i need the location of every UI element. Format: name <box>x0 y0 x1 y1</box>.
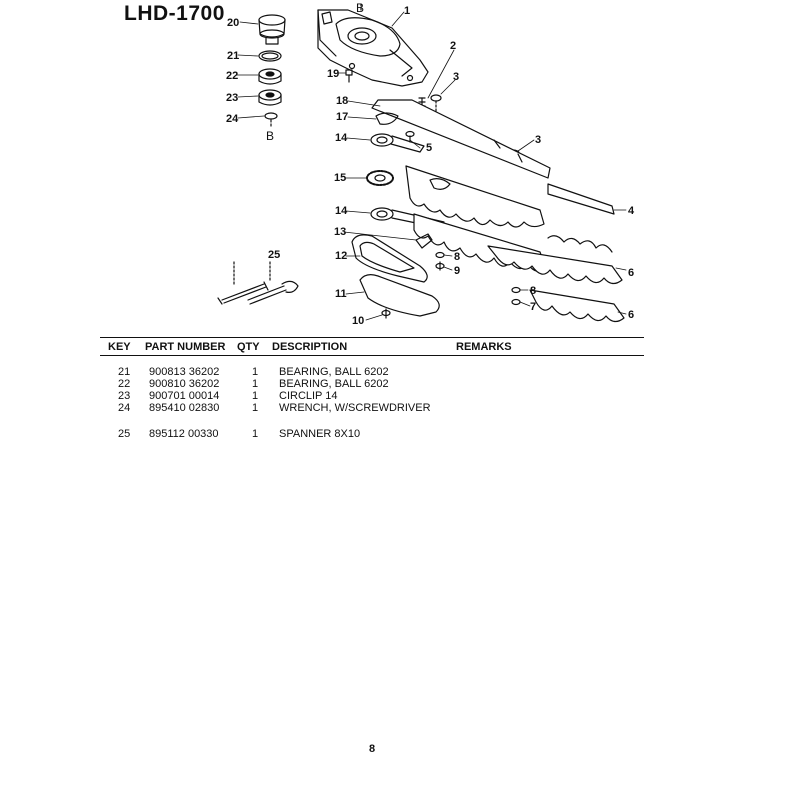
part-11-cover <box>359 274 440 317</box>
callout-23: 24 <box>226 113 239 125</box>
col-header-qty: QTY <box>237 341 260 353</box>
row-description: CIRCLIP 14 <box>279 390 338 402</box>
callout-12: 12 <box>335 250 347 262</box>
part-24-wrench <box>247 261 299 305</box>
row-qty: 1 <box>252 428 259 440</box>
part-6-upper-blade <box>405 165 545 228</box>
row-description: WRENCH, W/SCREWDRIVER <box>279 402 431 414</box>
callout-9: 9 <box>454 265 460 277</box>
callout-19: 20 <box>227 17 239 29</box>
callout-24: 25 <box>268 249 280 261</box>
col-header-remarks: REMARKS <box>456 341 512 353</box>
part-6-blade-right-upper <box>487 235 623 285</box>
part-15-gear <box>366 170 394 186</box>
part-20-snap-ring <box>258 50 282 62</box>
row-part-number: 895410 02830 <box>149 402 220 414</box>
page-title: LHD-1700 <box>124 2 225 25</box>
callout-21: 22 <box>226 70 238 82</box>
part-14-connecting-rod <box>370 133 425 153</box>
callout-8: 8 <box>454 251 460 263</box>
row-key: 23 <box>118 390 131 402</box>
part-19-housing-cup <box>258 14 286 45</box>
callout-11: 11 <box>335 288 347 300</box>
col-header-key: KEY <box>108 341 131 353</box>
part-5-screw <box>405 130 415 143</box>
part-22-bearing <box>258 89 282 106</box>
callout-labels: 20 21 22 23 24 B B 1 19 2 3 18 17 14 5 3… <box>226 1 635 327</box>
part-4-guide-bar <box>547 183 615 215</box>
part-21-bearing <box>258 68 282 85</box>
part-18-bolt <box>345 69 353 83</box>
shaft-mark-b-lower: B <box>266 129 274 143</box>
shaft-mark-b-upper: B <box>356 1 364 15</box>
callout-16: 17 <box>336 111 348 123</box>
part-13-clamp <box>415 233 433 249</box>
part-10-screw <box>381 308 391 319</box>
table-header-rule <box>100 355 644 356</box>
part-25-spanner <box>217 261 269 305</box>
row-description: BEARING, BALL 6202 <box>279 378 389 390</box>
row-part-number: 900701 00014 <box>149 390 220 402</box>
col-header-part-number: PART NUMBER <box>145 341 226 353</box>
callout-7: 7 <box>530 301 536 313</box>
row-description: BEARING, BALL 6202 <box>279 366 389 378</box>
part-9-nut <box>435 261 445 271</box>
part-6-blade-right-lower <box>529 289 625 323</box>
row-part-number: 900810 36202 <box>149 378 220 390</box>
table-top-rule <box>100 337 644 338</box>
callout-1: 1 <box>404 5 410 17</box>
part-16-plate <box>375 112 399 125</box>
page-number: 8 <box>369 743 376 755</box>
callout-15: 15 <box>334 172 346 184</box>
callout-22: 23 <box>226 92 238 104</box>
callout-2: 2 <box>450 40 456 52</box>
leader-lines <box>236 11 627 321</box>
part-17-blade-bar <box>371 99 551 179</box>
callout-17: 18 <box>336 95 348 107</box>
part-12-cover-plate <box>351 234 428 283</box>
callout-13: 13 <box>334 226 346 238</box>
callout-6-lower: 6 <box>628 309 634 321</box>
row-qty: 1 <box>252 402 259 414</box>
row-qty: 1 <box>252 378 259 390</box>
callout-3: 3 <box>453 71 459 83</box>
row-description: SPANNER 8X10 <box>279 428 361 440</box>
row-key: 24 <box>118 402 131 414</box>
callout-18: 19 <box>327 68 339 80</box>
callout-5: 5 <box>426 142 432 154</box>
row-key: 21 <box>118 366 131 378</box>
callout-3-lower: 3 <box>535 134 541 146</box>
callout-14: 14 <box>335 132 348 144</box>
part-8-washer <box>435 251 445 259</box>
callout-10: 10 <box>352 315 364 327</box>
callout-4: 4 <box>628 205 635 217</box>
row-part-number: 895112 00330 <box>149 428 219 440</box>
col-header-description: DESCRIPTION <box>272 341 348 353</box>
part-23-circlip <box>264 112 278 120</box>
row-qty: 1 <box>252 366 259 378</box>
callout-14-lower: 14 <box>335 205 348 217</box>
row-part-number: 900813 36202 <box>149 366 220 378</box>
part-3-nut <box>430 94 442 115</box>
callout-6: 6 <box>628 267 634 279</box>
callout-20: 21 <box>227 50 239 62</box>
callout-8-lower: 8 <box>530 285 536 297</box>
parts-diagram-svg: 20 21 22 23 24 B B 1 19 2 3 18 17 14 5 3… <box>217 1 635 327</box>
row-qty: 1 <box>252 390 259 402</box>
row-key: 22 <box>118 378 131 390</box>
row-key: 25 <box>118 428 131 440</box>
exploded-parts-diagram: 20 21 22 23 24 B B 1 19 2 3 18 17 14 5 3… <box>0 0 800 340</box>
part-1-gear-case <box>317 3 429 87</box>
part-8-washer-right <box>511 286 521 294</box>
part-7-nut <box>511 298 521 306</box>
